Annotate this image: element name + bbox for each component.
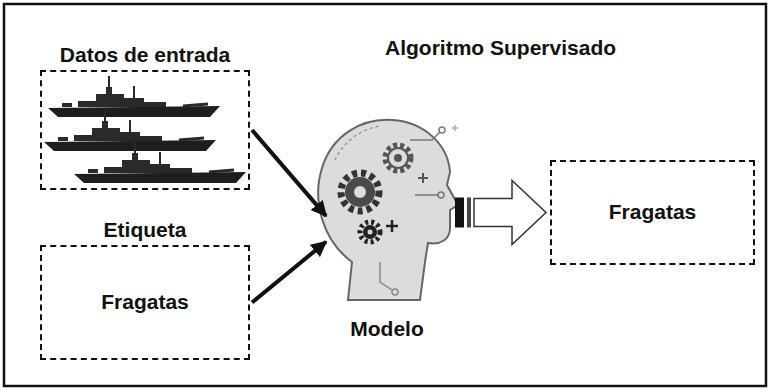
box-text: Modelo: [350, 317, 424, 341]
box-text: Fragatas: [101, 290, 189, 314]
arrow-connector: [252, 242, 326, 303]
model-node: Modelo: [322, 115, 452, 347]
arrow-tail-bar: [467, 198, 471, 228]
box-heading: Datos de entrada: [60, 43, 230, 67]
arrow-body: [474, 181, 546, 245]
outer-frame: [4, 4, 766, 386]
arrow-line: [252, 242, 326, 303]
box-heading: Etiqueta: [104, 218, 187, 242]
arrow-connector: [252, 130, 326, 216]
diagram-title: Algoritmo Supervisado: [385, 36, 616, 60]
input-data-box: Datos de entrada: [40, 70, 250, 190]
label-box: EtiquetaFragatas: [40, 245, 250, 360]
arrow-line: [252, 130, 326, 216]
block-arrow: [455, 181, 546, 245]
arrow-tail-bar: [455, 198, 464, 228]
output-box: Fragatas: [550, 160, 755, 265]
box-text: Fragatas: [609, 200, 697, 224]
ship-illustration: [44, 76, 246, 183]
head-icon: [318, 120, 458, 300]
